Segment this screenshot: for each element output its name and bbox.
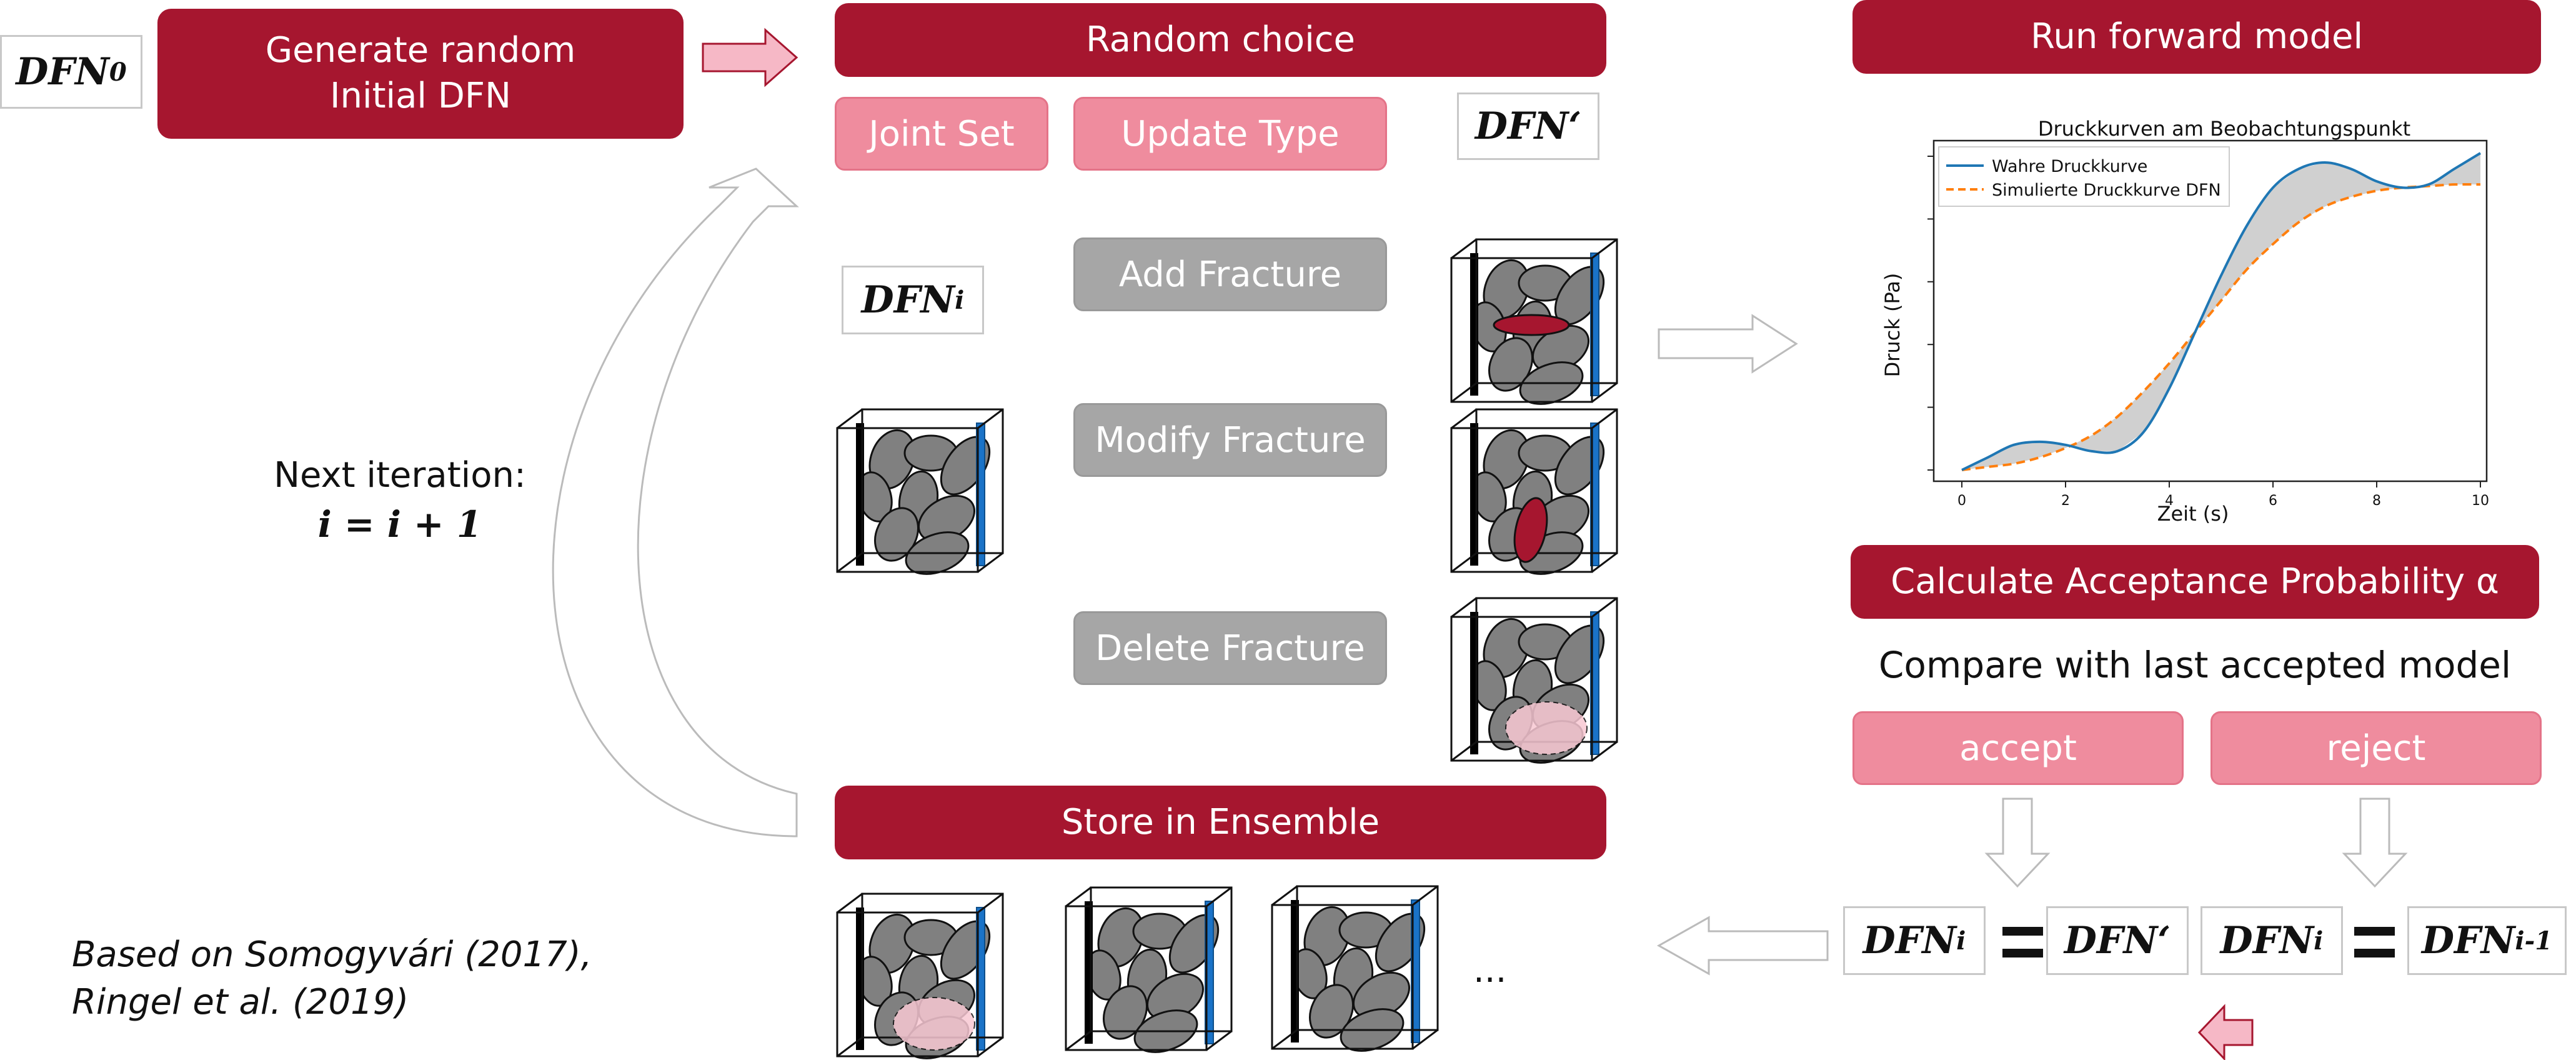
- arrow-to-forward-model: [1658, 314, 1798, 373]
- dfn-i-minus-1-sub: i-1: [2515, 926, 2553, 956]
- x-tick-label: 4: [2165, 493, 2174, 509]
- store-ensemble-label: Store in Ensemble: [1061, 801, 1380, 842]
- dfn0-sub: 0: [109, 57, 127, 87]
- loop-back-arrow: [552, 168, 799, 838]
- joint-set-label: Joint Set: [868, 113, 1015, 154]
- dfn-prime-result-text: DFN‘: [2064, 919, 2171, 962]
- arrow-to-random-choice: [702, 28, 798, 88]
- dfn-i-accept-sub: i: [1956, 926, 1966, 956]
- x-tick-label: 10: [2472, 493, 2489, 509]
- update-type-box: Update Type: [1073, 97, 1387, 171]
- add-fracture-cube: [1450, 238, 1618, 413]
- add-fracture-box: Add Fracture: [1073, 238, 1387, 311]
- calc-acceptance-box: Calculate Acceptance Probability α: [1851, 545, 2539, 619]
- dfn-i-accept-text: DFN: [1862, 919, 1957, 962]
- dfn-prime-label: DFN‘: [1457, 92, 1599, 160]
- generate-initial-dfn-box: Generate random Initial DFN: [157, 9, 684, 139]
- ensemble-cube-3: [1271, 885, 1439, 1060]
- chart-ylabel: Druck (Pa): [1881, 273, 1904, 378]
- arrow-to-ensemble: [1656, 916, 1829, 976]
- dfn-i-text: DFN: [861, 278, 955, 322]
- true-curve-line: [1961, 152, 2482, 471]
- add-fracture-label: Add Fracture: [1118, 254, 1342, 295]
- run-forward-model-box: Run forward model: [1852, 0, 2541, 74]
- delete-fracture-box: Delete Fracture: [1073, 611, 1387, 685]
- chart-legend: Wahre Druckkurve Simulierte Druckkurve D…: [1938, 146, 2230, 207]
- generate-line1: Generate random: [265, 30, 576, 71]
- modify-fracture-cube: [1450, 408, 1618, 583]
- compare-text: Compare with last accepted model: [1878, 644, 2512, 686]
- citation: Based on Somogyvári (2017), Ringel et al…: [72, 931, 634, 1026]
- equals-sign-left: [2002, 927, 2043, 958]
- x-tick-label: 0: [1957, 493, 1966, 509]
- next-iteration-label: Next iteration:: [274, 455, 526, 496]
- calc-acceptance-label: Calculate Acceptance Probability α: [1891, 561, 2499, 602]
- x-tick-label: 6: [2269, 493, 2277, 509]
- dfn-i-reject-text: DFN: [2220, 919, 2314, 962]
- generate-line2: Initial DFN: [330, 76, 511, 116]
- dfn-prime-text: DFN‘: [1474, 104, 1582, 148]
- citation-line2: Ringel et al. (2019): [72, 981, 409, 1022]
- modify-fracture-box: Modify Fracture: [1073, 403, 1387, 477]
- simulated-curve-line: [1961, 182, 2481, 471]
- delete-fracture-cube: [1450, 597, 1618, 772]
- chart-frame: [1932, 139, 2488, 482]
- random-choice-label: Random choice: [1086, 19, 1355, 60]
- joint-set-box: Joint Set: [835, 97, 1048, 171]
- accept-label: accept: [1959, 728, 2077, 769]
- reject-down-arrow: [2343, 798, 2407, 888]
- dfn0-text: DFN: [16, 50, 109, 94]
- ensemble-cube-1: [836, 892, 1004, 1060]
- legend-true-label: Wahre Druckkurve: [1992, 157, 2147, 176]
- current-dfn-cube: [836, 408, 1004, 583]
- legend-sim-label: Simulierte Druckkurve DFN: [1992, 181, 2221, 200]
- modify-fracture-label: Modify Fracture: [1095, 419, 1366, 461]
- random-choice-box: Random choice: [835, 3, 1606, 77]
- small-pink-left-arrow: [2197, 1004, 2254, 1060]
- reject-box: reject: [2210, 711, 2542, 785]
- store-ensemble-box: Store in Ensemble: [835, 786, 1606, 859]
- run-forward-model-label: Run forward model: [2030, 16, 2364, 57]
- pressure-chart: Druckkurven am Beobachtungspunkt Zeit (s…: [1881, 117, 2489, 526]
- x-tick-label: 8: [2372, 493, 2381, 509]
- chart-xlabel: Zeit (s): [2157, 502, 2229, 526]
- x-tick-label: 2: [2061, 493, 2070, 509]
- ensemble-cube-2: [1065, 886, 1233, 1060]
- dfn-i-minus-1-text: DFN: [2421, 919, 2515, 962]
- dfn-i-sub: i: [955, 285, 965, 315]
- ensemble-ellipsis: ...: [1473, 950, 1507, 991]
- iteration-formula: i = i + 1: [317, 503, 482, 546]
- citation-line1: Based on Somogyvári (2017),: [72, 934, 592, 975]
- delete-fracture-label: Delete Fracture: [1095, 628, 1365, 669]
- equals-sign-right: [2354, 927, 2395, 958]
- accept-box: accept: [1852, 711, 2184, 785]
- accept-down-arrow: [1986, 798, 2049, 888]
- dfn-i-reject-sub: i: [2314, 926, 2324, 956]
- reject-label: reject: [2326, 728, 2426, 769]
- dfn-prime-result-label: DFN‘: [2046, 906, 2189, 975]
- chart-title: Druckkurven am Beobachtungspunkt: [2038, 117, 2410, 141]
- update-type-label: Update Type: [1121, 113, 1340, 154]
